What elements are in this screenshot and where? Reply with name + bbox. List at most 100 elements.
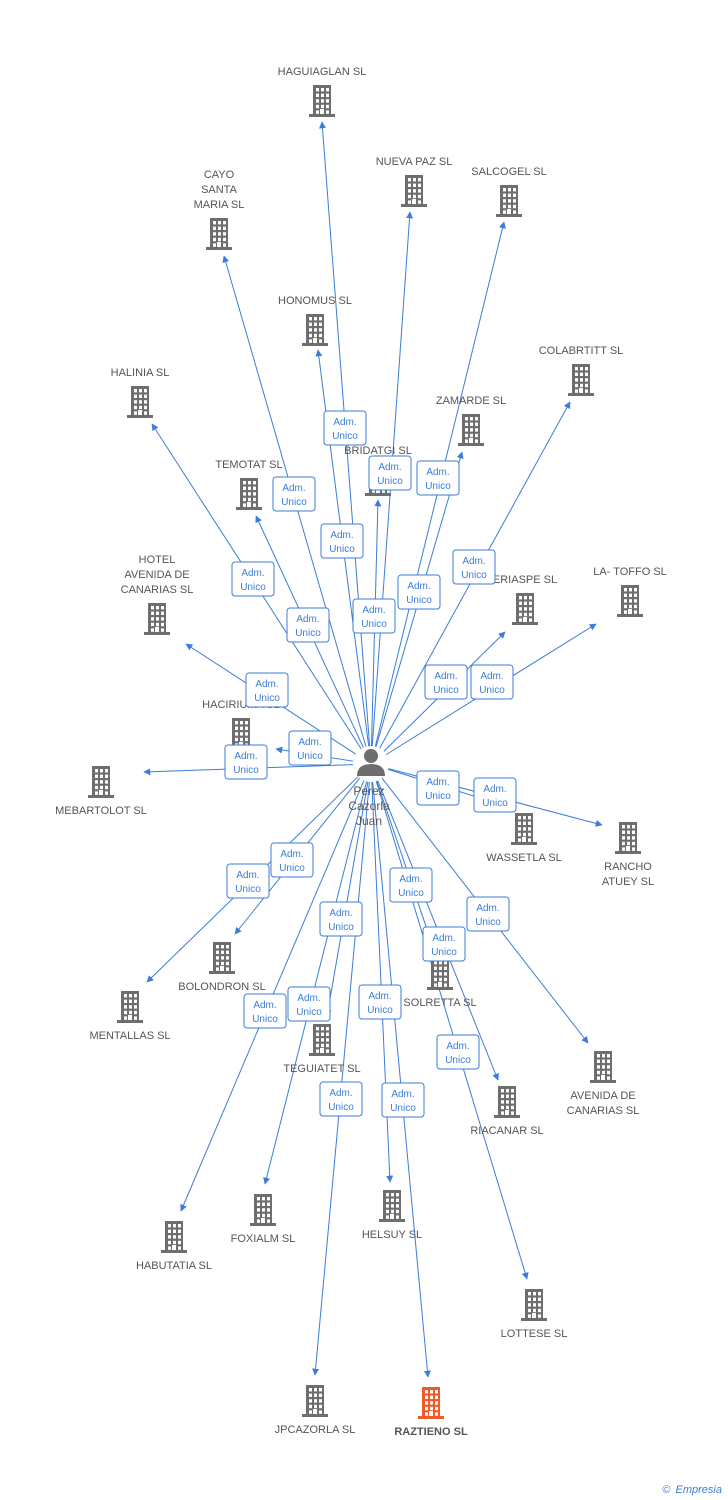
- edge-label-adm-unico: Adm.Unico: [381, 1082, 425, 1118]
- company-label[interactable]: RANCHO: [604, 861, 652, 873]
- company-label[interactable]: CANARIAS SL: [121, 584, 194, 596]
- building-icon[interactable]: [494, 1086, 520, 1118]
- building-icon[interactable]: [521, 1289, 547, 1321]
- svg-text:Unico: Unico: [361, 619, 387, 630]
- edge-label-adm-unico: Adm.Unico: [470, 664, 514, 700]
- building-icon[interactable]: [458, 414, 484, 446]
- person-name-line: Perez: [353, 784, 384, 798]
- building-icon[interactable]: [401, 175, 427, 207]
- edge-label-adm-unico: Adm.Unico: [473, 777, 517, 813]
- company-label[interactable]: TEMOTAT SL: [215, 459, 282, 471]
- company-label[interactable]: RIACANAR SL: [470, 1125, 543, 1137]
- company-label[interactable]: BOLONDRON SL: [178, 981, 265, 993]
- building-icon[interactable]: [309, 85, 335, 117]
- building-icon[interactable]: [117, 991, 143, 1023]
- company-label[interactable]: NUEVA PAZ SL: [376, 156, 453, 168]
- company-label[interactable]: AVENIDA DE: [570, 1090, 635, 1102]
- svg-text:Adm.: Adm.: [296, 614, 319, 625]
- edge-label-adm-unico: Adm.Unico: [422, 926, 466, 962]
- building-icon[interactable]: [309, 1024, 335, 1056]
- building-icon[interactable]: [302, 1385, 328, 1417]
- building-icon[interactable]: [127, 386, 153, 418]
- edge-label-adm-unico: Adm.Unico: [226, 863, 270, 899]
- company-label[interactable]: ATUEY SL: [602, 876, 654, 888]
- svg-text:Unico: Unico: [295, 628, 321, 639]
- company-label[interactable]: HOTEL: [139, 554, 176, 566]
- edge-label-adm-unico: Adm.Unico: [397, 574, 441, 610]
- building-icon[interactable]: [236, 478, 262, 510]
- building-icon[interactable]: [568, 364, 594, 396]
- company-label[interactable]: HABUTATIA SL: [136, 1260, 212, 1272]
- building-icon[interactable]: [617, 585, 643, 617]
- company-label[interactable]: ZAMARDE SL: [436, 395, 506, 407]
- svg-text:Adm.: Adm.: [255, 679, 278, 690]
- svg-text:Unico: Unico: [390, 1103, 416, 1114]
- company-label[interactable]: HELSUY SL: [362, 1229, 422, 1241]
- svg-text:Adm.: Adm.: [253, 1000, 276, 1011]
- building-icon[interactable]: [427, 958, 453, 990]
- svg-text:Adm.: Adm.: [297, 993, 320, 1004]
- company-label[interactable]: HALINIA SL: [111, 367, 170, 379]
- svg-text:Adm.: Adm.: [426, 467, 449, 478]
- company-label[interactable]: SALCOGEL SL: [471, 166, 546, 178]
- svg-text:Unico: Unico: [233, 765, 259, 776]
- building-icon[interactable]: [590, 1051, 616, 1083]
- company-label[interactable]: RAZTIENO SL: [394, 1426, 468, 1438]
- svg-text:Adm.: Adm.: [241, 568, 264, 579]
- building-icon[interactable]: [615, 822, 641, 854]
- company-label[interactable]: LOTTESE SL: [501, 1328, 568, 1340]
- svg-text:Adm.: Adm.: [407, 581, 430, 592]
- edge-label-adm-unico: Adm.Unico: [323, 410, 367, 446]
- building-icon[interactable]: [379, 1190, 405, 1222]
- edge-label-adm-unico: Adm. Unico: [416, 460, 460, 496]
- company-label[interactable]: FOXIALM SL: [231, 1233, 296, 1245]
- company-label[interactable]: AVENIDA DE: [124, 569, 189, 581]
- person-name-line: Cazorla: [348, 799, 390, 813]
- company-label[interactable]: JPCAZORLA SL: [275, 1424, 356, 1436]
- company-label[interactable]: MENTALLAS SL: [89, 1030, 170, 1042]
- building-icon[interactable]: [418, 1387, 444, 1419]
- building-icon[interactable]: [161, 1221, 187, 1253]
- company-label[interactable]: CAYO: [204, 169, 235, 181]
- company-label[interactable]: BRIDATGI SL: [344, 445, 412, 457]
- company-label[interactable]: COLABRTITT SL: [539, 345, 624, 357]
- company-label[interactable]: HONOMUS SL: [278, 295, 352, 307]
- company-label[interactable]: LA- TOFFO SL: [593, 566, 667, 578]
- company-label[interactable]: CANARIAS SL: [567, 1105, 640, 1117]
- svg-text:Unico: Unico: [433, 685, 459, 696]
- svg-text:Adm.: Adm.: [399, 874, 422, 885]
- building-icon[interactable]: [302, 314, 328, 346]
- svg-text:Adm.: Adm.: [280, 849, 303, 860]
- svg-text:Unico: Unico: [425, 481, 451, 492]
- svg-text:Unico: Unico: [328, 922, 354, 933]
- company-label[interactable]: HAGUIAGLAN SL: [278, 66, 367, 78]
- svg-text:Unico: Unico: [252, 1014, 278, 1025]
- company-label[interactable]: SOLRETTA SL: [403, 997, 476, 1009]
- svg-text:Unico: Unico: [328, 1102, 354, 1113]
- company-label[interactable]: SANTA: [201, 184, 238, 196]
- company-label[interactable]: ERIASPE SL: [493, 574, 557, 586]
- company-label[interactable]: MEBARTOLOT SL: [55, 805, 147, 817]
- building-icon[interactable]: [512, 593, 538, 625]
- building-icon[interactable]: [511, 813, 537, 845]
- building-icon[interactable]: [206, 218, 232, 250]
- building-icon[interactable]: [209, 942, 235, 974]
- svg-text:Unico: Unico: [482, 798, 508, 809]
- building-icon[interactable]: [88, 766, 114, 798]
- building-icon[interactable]: [144, 603, 170, 635]
- edge-label-adm-unico: Adm.Unico: [389, 867, 433, 903]
- building-icon[interactable]: [496, 185, 522, 217]
- company-label[interactable]: WASSETLA SL: [486, 852, 561, 864]
- svg-text:Adm.: Adm.: [333, 417, 356, 428]
- company-label[interactable]: TEGUIATET SL: [283, 1063, 360, 1075]
- svg-text:Unico: Unico: [254, 693, 280, 704]
- svg-text:Adm.: Adm.: [329, 1088, 352, 1099]
- building-icon[interactable]: [250, 1194, 276, 1226]
- company-label[interactable]: MARIA SL: [194, 199, 245, 211]
- edge-label-adm-unico: Adm. Unico: [287, 986, 331, 1022]
- svg-text:Unico: Unico: [235, 884, 261, 895]
- edge-label-adm-unico: Adm.Unico: [319, 901, 363, 937]
- edge-label-adm-unico: Adm.Unico: [270, 842, 314, 878]
- svg-text:Unico: Unico: [296, 1007, 322, 1018]
